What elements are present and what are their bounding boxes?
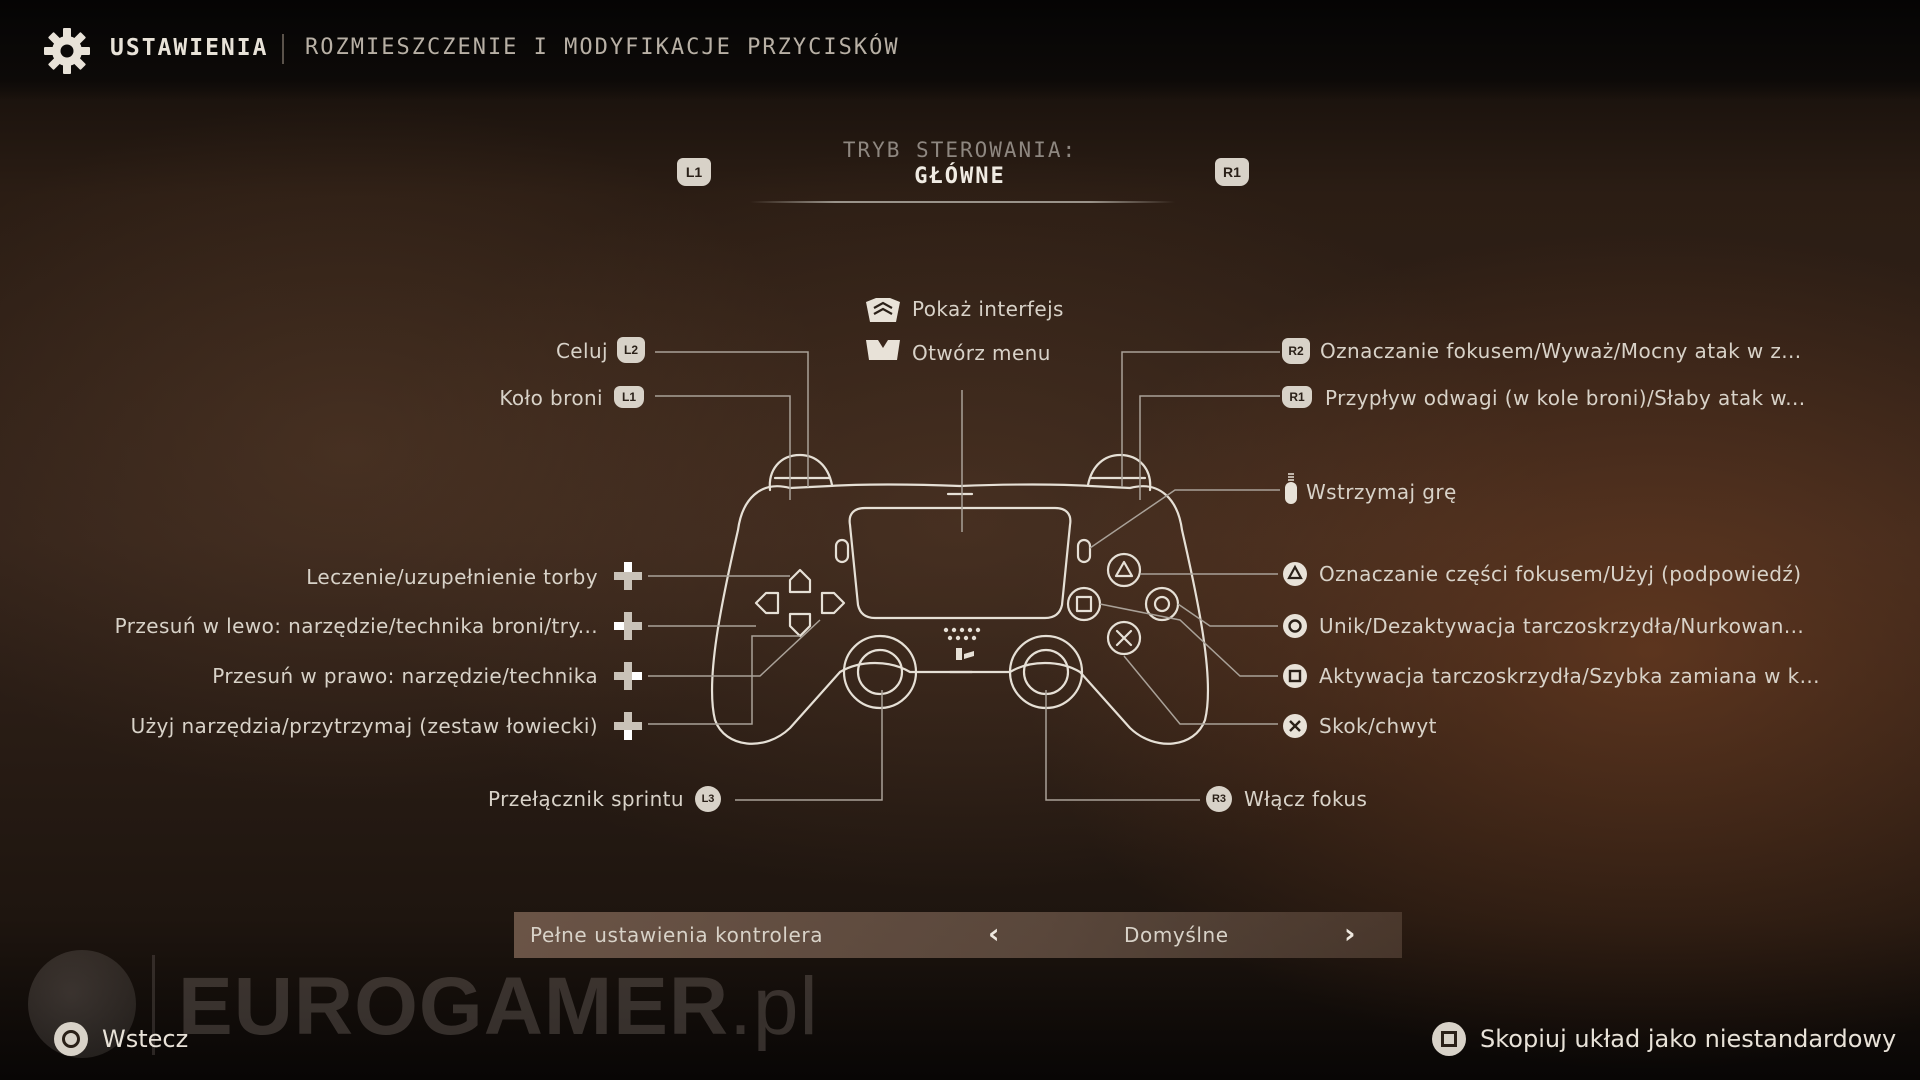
triangle-icon — [1283, 562, 1307, 586]
control-mode-label: TRYB STEROWANIA: — [842, 138, 1078, 162]
dpad-down-icon — [614, 712, 642, 740]
l1-badge: L1 — [614, 386, 644, 408]
dpad-up-label[interactable]: Leczenie/uzupełnienie torby — [306, 565, 598, 589]
r3-badge: R3 — [1206, 786, 1232, 812]
l2-label[interactable]: Celuj — [555, 339, 608, 363]
dpad-down-label[interactable]: Użyj narzędzia/przytrzymaj (zestaw łowie… — [130, 714, 598, 738]
l2-badge: L2 — [617, 337, 645, 363]
mode-underline — [750, 201, 1175, 203]
page-subtitle: ROZMIESZCZENIE I MODYFIKACJE PRZYCISKÓW — [305, 35, 900, 60]
page-title: USTAWIENIA — [110, 35, 269, 61]
prev-mode-badge[interactable]: L1 — [677, 158, 711, 186]
r1-label[interactable]: Przypływ odwagi (w kole broni)/Słaby ata… — [1325, 386, 1806, 410]
dpad-left-icon — [614, 612, 642, 640]
control-mode-value: GŁÓWNE — [914, 164, 1006, 189]
l1-label[interactable]: Koło broni — [499, 386, 603, 410]
cross-button — [1106, 620, 1142, 656]
controller-settings-value: Domyślne — [1124, 923, 1229, 947]
create-button — [834, 538, 850, 564]
copy-square-icon[interactable] — [1432, 1022, 1466, 1056]
dpad-up-icon — [614, 562, 642, 590]
l3-label[interactable]: Przełącznik sprintu — [487, 787, 684, 811]
left-stick — [842, 634, 918, 710]
header-divider — [282, 34, 284, 64]
controller-settings-label: Pełne ustawienia kontrolera — [530, 923, 824, 947]
options-icon — [1285, 473, 1297, 504]
control-mode-selector[interactable]: TRYB STEROWANIA: GŁÓWNE — [745, 138, 1175, 189]
back-circle-icon[interactable] — [54, 1022, 88, 1056]
triangle-label[interactable]: Oznaczanie części fokusem/Użyj (podpowie… — [1319, 562, 1802, 586]
r2-label[interactable]: Oznaczanie fokusem/Wyważ/Mocny atak w z.… — [1320, 339, 1802, 363]
ps-logo — [956, 648, 974, 660]
touchpad-press-icon — [866, 340, 900, 360]
next-mode-badge[interactable]: R1 — [1215, 158, 1249, 186]
controller-body — [710, 483, 1210, 745]
triangle-button — [1106, 552, 1142, 588]
watermark-suffix: .pl — [729, 961, 819, 1052]
r2-badge: R2 — [1282, 338, 1310, 364]
options-label[interactable]: Wstrzymaj grę — [1306, 480, 1457, 504]
watermark: EUROGAMER.pl — [178, 960, 819, 1054]
r2-trigger — [1086, 453, 1152, 492]
circle-label[interactable]: Unik/Dezaktywacja tarczoskrzydła/Nurkowa… — [1319, 614, 1805, 638]
r1-badge: R1 — [1282, 386, 1312, 408]
touchpad-press-label[interactable]: Otwórz menu — [912, 341, 1051, 365]
touchpad-swipe-icon — [866, 298, 900, 322]
back-button[interactable]: Wstecz — [102, 1025, 189, 1053]
watermark-divider — [152, 955, 155, 1055]
circle-button-icon — [1283, 614, 1307, 638]
controller-settings-selector[interactable]: Pełne ustawienia kontrolera ‹ Domyślne › — [514, 912, 1402, 958]
dpad-right-icon — [614, 662, 642, 690]
chevron-left-icon[interactable]: ‹ — [988, 917, 1000, 950]
options-button — [1076, 538, 1092, 564]
top-bar — [0, 0, 1920, 100]
touchpad — [848, 506, 1072, 620]
square-label[interactable]: Aktywacja tarczoskrzydła/Szybka zamiana … — [1319, 664, 1820, 688]
square-icon — [1283, 664, 1307, 688]
gear-icon — [44, 28, 90, 74]
l2-trigger — [768, 453, 834, 492]
r3-label[interactable]: Włącz fokus — [1244, 787, 1368, 811]
touchpad-swipe-label[interactable]: Pokaż interfejs — [912, 297, 1064, 321]
l3-badge: L3 — [695, 786, 721, 812]
square-button — [1066, 586, 1102, 622]
dpad-left-label[interactable]: Przesuń w lewo: narzędzie/technika broni… — [114, 614, 598, 638]
cross-label[interactable]: Skok/chwyt — [1319, 714, 1437, 738]
dpad — [754, 568, 846, 638]
circle-button — [1144, 586, 1180, 622]
chevron-right-icon[interactable]: › — [1344, 917, 1356, 950]
watermark-text: EUROGAMER — [178, 961, 730, 1052]
cross-icon — [1283, 714, 1307, 738]
dpad-right-label[interactable]: Przesuń w prawo: narzędzie/technika — [212, 664, 598, 688]
copy-layout-button[interactable]: Skopiuj układ jako niestandardowy — [1480, 1025, 1897, 1053]
